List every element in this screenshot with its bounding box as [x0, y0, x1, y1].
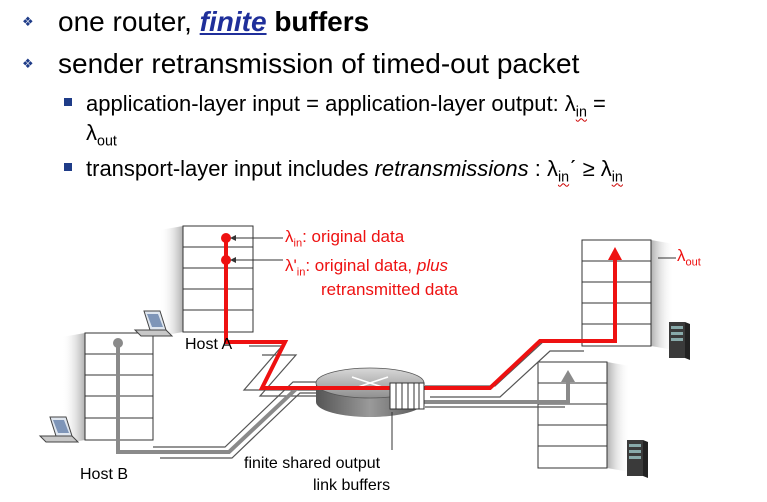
- host-b-source-dot: [113, 338, 123, 348]
- lambda-desc: : original data: [302, 227, 405, 246]
- leader-arrow-icon: [230, 257, 236, 263]
- host-b-buffer-stack: [62, 332, 154, 444]
- lambda-in-prime-dot: [221, 255, 231, 265]
- host-a-flow: [224, 238, 617, 390]
- lambda-in-prime-label: λ'in: original data, plus: [285, 256, 448, 278]
- server-tower-icon: [669, 322, 690, 360]
- output-buffer-queue: [389, 382, 425, 410]
- host-a-buffer-stack: [160, 225, 254, 336]
- lambda-out: λ: [86, 120, 97, 145]
- gray-arrowhead-icon: [561, 370, 575, 382]
- receiver-top-buffer-stack: [581, 239, 674, 350]
- lambda-in-prime: : λ: [528, 156, 558, 181]
- lambda-desc: : original data,: [305, 256, 417, 275]
- buffers-label-line1: finite shared output: [244, 455, 381, 472]
- geq-lambda: ˊ ≥ λ: [569, 156, 612, 181]
- retransmissions-word: retransmissions: [374, 156, 529, 181]
- host-a-label: Host A: [185, 336, 233, 353]
- stack-shadow: [160, 226, 183, 336]
- lambda-sub: in: [296, 266, 306, 279]
- lambda-symbol: λ: [677, 246, 686, 265]
- diamond-bullet-icon: ❖: [22, 56, 34, 71]
- plus-word: plus: [416, 256, 449, 275]
- buffers-word: buffers: [274, 6, 370, 37]
- lambda-symbol: λ: [285, 227, 294, 246]
- stack-body: [182, 225, 254, 333]
- leader-arrow-icon: [230, 235, 236, 241]
- stack-shadow: [62, 333, 85, 444]
- square-bullet-icon: [64, 163, 72, 171]
- bullet-text: sender retransmission of timed-out packe…: [58, 48, 580, 79]
- sub-bullet-text: transport-layer input includes: [86, 156, 375, 181]
- lambda-out-label: λout: [677, 246, 701, 268]
- lambda-in-sub: in: [611, 169, 623, 186]
- lambda-in-sub: in: [557, 169, 570, 186]
- lambda-in-label: λin: original data: [285, 227, 404, 249]
- lambda-out-sub: out: [97, 133, 117, 150]
- server-tower-icon: [627, 440, 648, 478]
- bullet-text: one router,: [58, 6, 200, 37]
- lambda-in-sub: in: [575, 104, 587, 121]
- red-arrowhead-icon: [608, 247, 622, 260]
- square-bullet-icon: [64, 98, 72, 106]
- diamond-bullet-icon: ❖: [22, 14, 34, 29]
- laptop-icon: [38, 416, 80, 443]
- stack-shadow: [607, 362, 630, 472]
- equals: =: [586, 91, 606, 116]
- lambda-sub: in: [293, 237, 303, 250]
- stack-shadow: [651, 240, 674, 350]
- buffers-label-line2: link buffers: [313, 477, 391, 494]
- host-b-label: Host B: [80, 466, 129, 483]
- leader-lines: [231, 237, 676, 450]
- lambda-symbol: λ': [285, 256, 297, 275]
- laptop-icon: [133, 310, 174, 337]
- lambda-in-dot: [221, 233, 231, 243]
- sub-bullet-app-layer-cont: λout: [86, 119, 117, 155]
- retransmitted-label: retransmitted data: [321, 280, 459, 299]
- lambda-sub: out: [685, 256, 701, 269]
- sub-bullet-text: application-layer input = application-la…: [86, 91, 576, 116]
- receiver-bottom-buffer-stack: [537, 361, 630, 472]
- finite-word: finite: [199, 6, 267, 37]
